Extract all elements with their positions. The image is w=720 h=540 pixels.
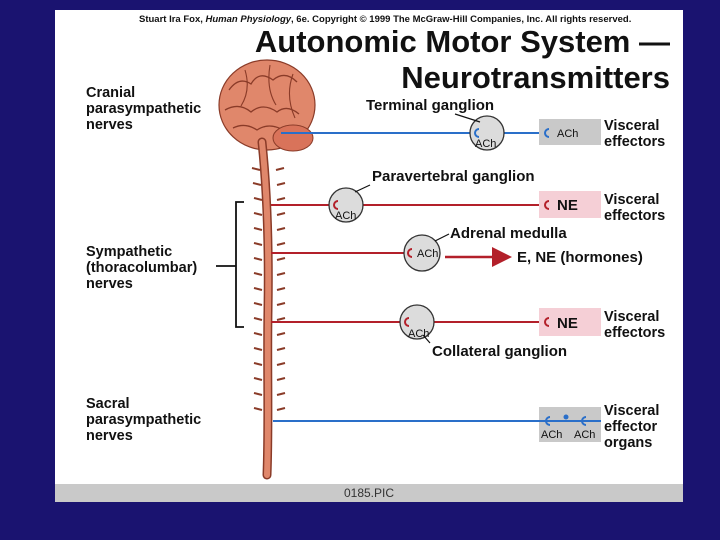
sympathetic-label: Sympathetic (thoracolumbar) nerves — [86, 244, 201, 292]
spinal-cord — [251, 137, 286, 480]
collateral-pathway: ACh NE — [271, 304, 601, 340]
effector-label-1: Visceral effectors — [604, 118, 665, 150]
ach-cranial-ganglion: ACh — [475, 138, 496, 150]
ach-cranial-effector: ACh — [557, 128, 578, 140]
ne-box-1 — [539, 191, 601, 218]
collateral-ganglion-circle — [399, 304, 435, 340]
cranial-label: Cranial parasympathetic nerves — [86, 85, 205, 133]
ne-label-2: NE — [557, 315, 578, 332]
adrenal-medulla-circle — [403, 234, 441, 272]
terminal-ganglion-label: Terminal ganglion — [366, 97, 494, 114]
slide: Stuart Ira Fox, Human Physiology, 6e. Co… — [55, 10, 683, 502]
footer-label: 0185.PIC — [55, 484, 683, 502]
sacral-label: Sacral parasympathetic nerves — [86, 396, 205, 444]
ach-box-cranial — [539, 119, 601, 145]
paravertebral-ganglion-label: Paravertebral ganglion — [372, 168, 535, 185]
credit-line: Stuart Ira Fox, Human Physiology, 6e. Co… — [139, 14, 631, 25]
ach-adrenal: ACh — [417, 248, 438, 260]
title-line1: Autonomic Motor System — — [255, 24, 670, 59]
adrenal-pathway: ACh E, NE (hormones) — [271, 234, 643, 272]
effector-organs-label: Visceral effector organs — [604, 403, 663, 451]
adrenal-medulla-label: Adrenal medulla — [450, 225, 567, 242]
ne-box-2 — [539, 308, 601, 336]
ach-sacral-2: ACh — [574, 429, 595, 441]
autonomic-diagram: Stuart Ira Fox, Human Physiology, 6e. Co… — [86, 14, 670, 480]
ach-paravertebral: ACh — [335, 210, 356, 222]
paravertebral-ganglion-circle — [328, 187, 364, 223]
effector-label-2: Visceral effectors — [604, 192, 665, 224]
paravertebral-pathway: ACh NE — [271, 187, 601, 223]
sacral-pathway: ACh ACh — [273, 407, 601, 442]
sympathetic-bracket — [216, 201, 244, 328]
brain-illustration — [218, 59, 316, 152]
cranial-pathway: ACh ACh — [281, 115, 601, 151]
hormones-label: E, NE (hormones) — [517, 249, 643, 266]
title-line2: Neurotransmitters — [401, 60, 670, 95]
effector-label-3: Visceral effectors — [604, 309, 665, 341]
ach-sacral-1: ACh — [541, 429, 562, 441]
collateral-ganglion-label: Collateral ganglion — [432, 343, 567, 360]
terminal-ganglion-circle — [469, 115, 505, 151]
ne-label-1: NE — [557, 197, 578, 214]
